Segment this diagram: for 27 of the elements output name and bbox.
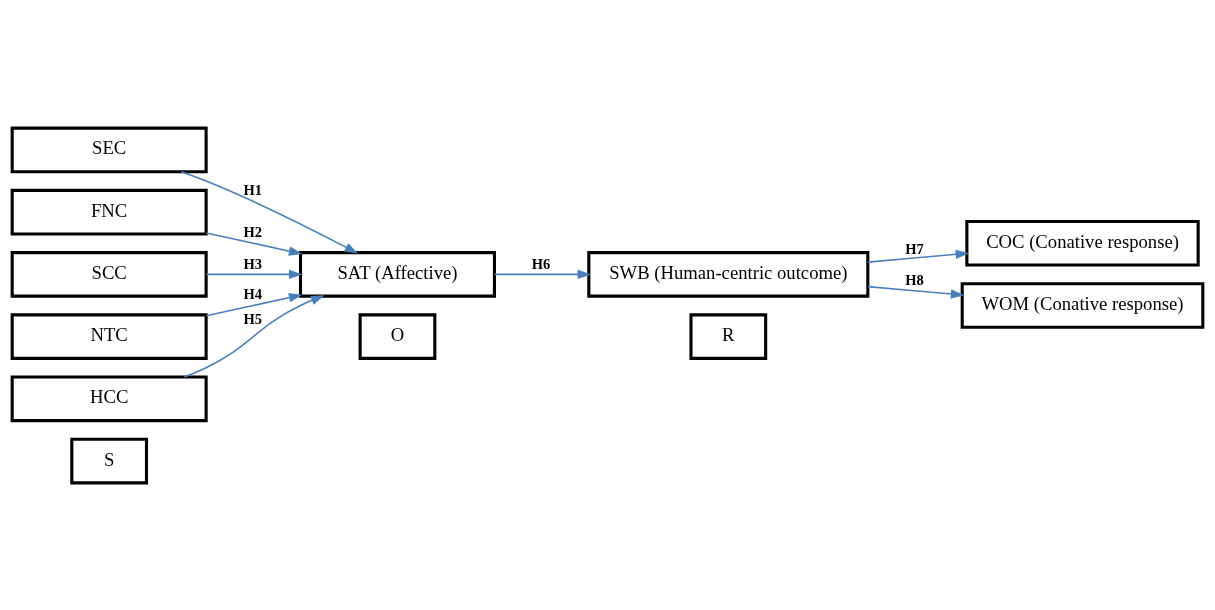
arrow bbox=[867, 249, 970, 263]
node-box: S bbox=[70, 437, 149, 484]
arrow bbox=[205, 269, 303, 279]
edge-label: H8 bbox=[905, 271, 924, 288]
arrow bbox=[867, 285, 965, 299]
edge-label: H4 bbox=[243, 285, 263, 302]
arrow bbox=[205, 292, 303, 316]
node-box: COC (Conative response) bbox=[965, 219, 1200, 267]
node-box: WOM (Conative response) bbox=[960, 281, 1205, 329]
node-box: SCC bbox=[10, 250, 208, 298]
edge-label: H7 bbox=[905, 240, 924, 257]
arrow bbox=[493, 269, 592, 279]
arrow bbox=[180, 170, 359, 254]
node-box: SWB (Human-centric outcome) bbox=[587, 250, 870, 298]
edge-label: H1 bbox=[243, 181, 263, 198]
edge-label: H5 bbox=[243, 310, 263, 327]
node-box: SEC bbox=[10, 126, 208, 173]
edge-label: H3 bbox=[243, 255, 263, 272]
node-box: R bbox=[689, 312, 768, 360]
edge-label: H2 bbox=[243, 223, 263, 240]
node-box: O bbox=[358, 312, 437, 360]
arrow bbox=[205, 231, 303, 256]
edge-label: H6 bbox=[531, 255, 551, 272]
node-box: NTC bbox=[10, 312, 208, 360]
node-box: SAT (Affective) bbox=[298, 250, 496, 298]
node-box: FNC bbox=[10, 188, 208, 235]
node-box: HCC bbox=[10, 375, 208, 422]
